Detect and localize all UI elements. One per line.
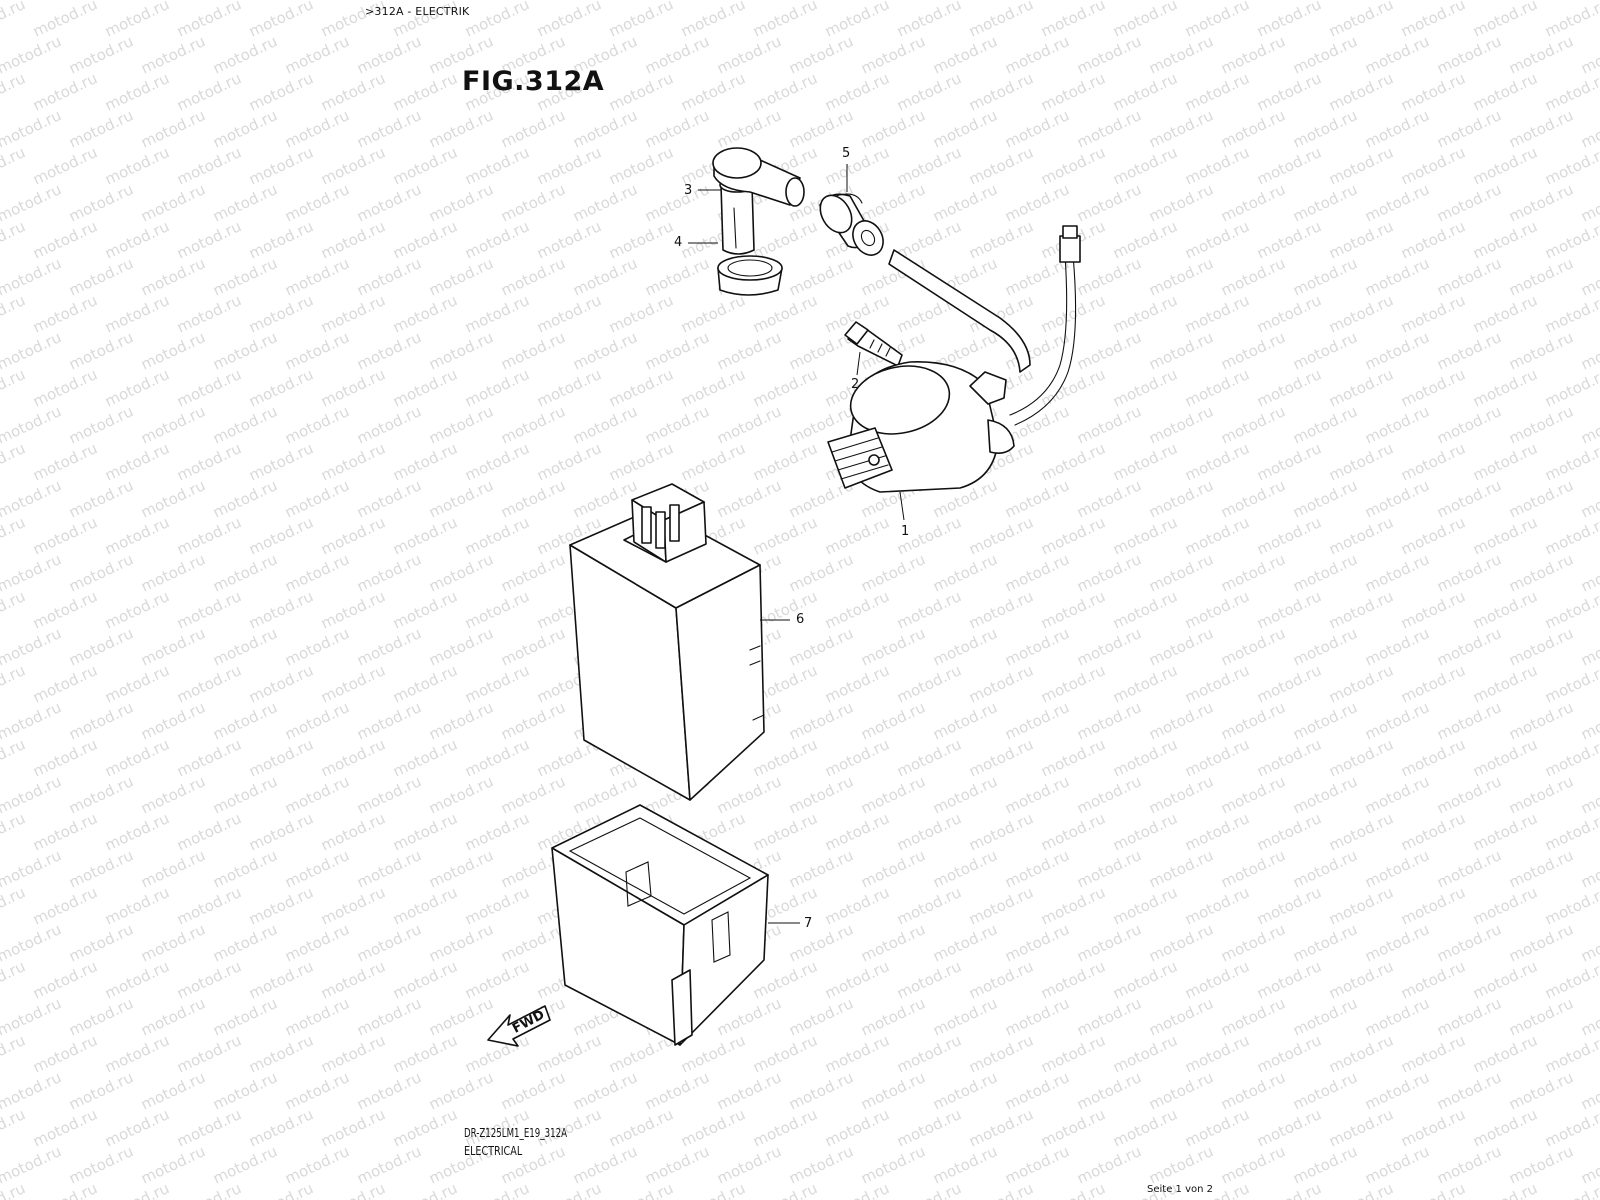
- cdi-unit-part-6: [569, 483, 765, 801]
- callout-2: 2: [851, 377, 859, 392]
- cover-ring-part-4: [717, 255, 783, 296]
- callout-6: 6: [796, 612, 804, 627]
- page-indicator: Seite 1 von 2: [1147, 1184, 1213, 1195]
- spark-plug-cap-part-3: [712, 147, 805, 255]
- bolt-part-2: [844, 321, 903, 367]
- callout-1: 1: [901, 524, 909, 539]
- cover-case-part-7: [551, 804, 769, 1046]
- figure-title: FIG.312A: [462, 66, 605, 97]
- callout-5: 5: [842, 146, 850, 161]
- fwd-label: FWD: [510, 1007, 547, 1036]
- callout-numbers: 1 2 3 4 5 6 7: [674, 146, 909, 931]
- seal-part-5: [819, 193, 884, 256]
- fwd-direction-arrow: FWD: [487, 1005, 551, 1047]
- section-name: ELECTRICAL: [464, 1144, 523, 1158]
- ignition-coil-part-1: [827, 361, 1015, 493]
- high-tension-cord: [888, 225, 1081, 426]
- diagram-code: DR-Z125LM1_E19_312A: [464, 1126, 567, 1140]
- callout-3: 3: [684, 183, 692, 198]
- callout-4: 4: [674, 235, 682, 250]
- leader-lines: [688, 164, 905, 924]
- callout-7: 7: [804, 916, 812, 931]
- breadcrumb: >312A - ELECTRIK: [365, 5, 470, 18]
